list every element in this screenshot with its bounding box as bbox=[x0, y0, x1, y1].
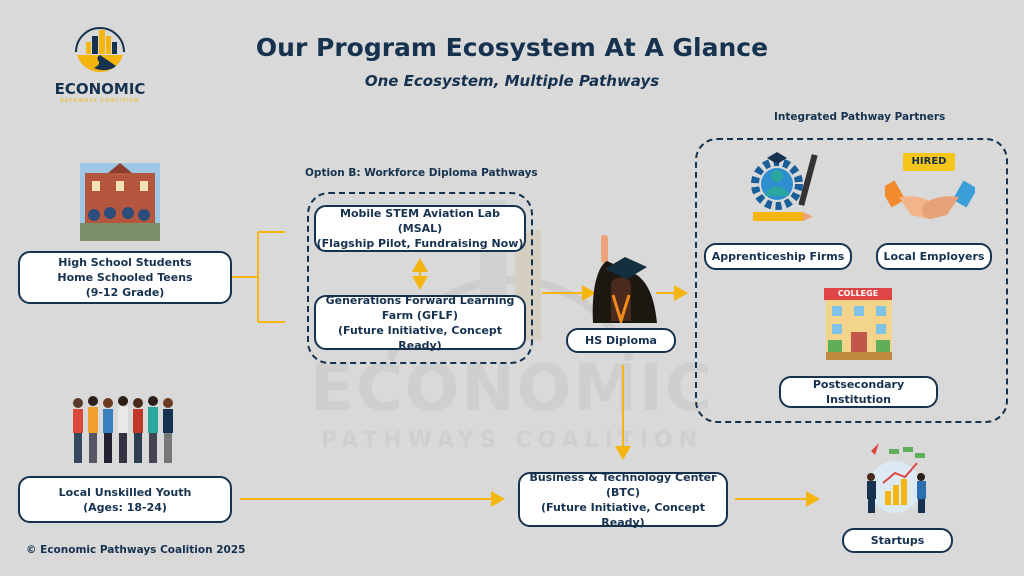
gflf-title-1: Generations Forward Learning bbox=[325, 293, 515, 307]
logo: ECONOMIC PATHWAYS COALITION bbox=[50, 22, 150, 104]
apprenticeship-firms-box: Apprenticeship Firms bbox=[704, 243, 852, 270]
students-school-icon bbox=[80, 163, 160, 241]
local-employers-box: Local Employers bbox=[876, 243, 992, 270]
logo-tagline: PATHWAYS COALITION bbox=[60, 98, 140, 104]
watermark-logo: ECONOMIC bbox=[310, 352, 714, 426]
students-line-3: (9-12 Grade) bbox=[85, 286, 165, 299]
apprenticeship-firms-label: Apprenticeship Firms bbox=[711, 250, 845, 263]
page-subtitle: One Ecosystem, Multiple Pathways bbox=[364, 72, 660, 90]
option-b-group bbox=[307, 192, 533, 364]
msal-status: (Flagship Pilot, Fundraising Now) bbox=[316, 237, 524, 250]
btc-abbr: (BTC) bbox=[605, 485, 640, 499]
postsecondary-label: Postsecondary Institution bbox=[812, 378, 905, 406]
local-employers-label: Local Employers bbox=[883, 250, 985, 263]
students-line-2: Home Schooled Teens bbox=[57, 271, 193, 284]
watermark-tagline: PATHWAYS COALITION bbox=[320, 428, 704, 453]
college-sign: COLLEGE bbox=[824, 288, 892, 300]
startups-growth-icon bbox=[867, 443, 926, 513]
startups-label: Startups bbox=[870, 534, 925, 547]
youth-box: Local Unskilled Youth (Ages: 18-24) bbox=[18, 476, 232, 523]
hs-diploma-label: HS Diploma bbox=[585, 334, 657, 347]
msal-box: Mobile STEM Aviation Lab (MSAL) (Flagshi… bbox=[314, 205, 526, 252]
youth-line-1: Local Unskilled Youth bbox=[58, 485, 192, 499]
msal-title: Mobile STEM Aviation Lab (MSAL) bbox=[340, 207, 500, 235]
graduate-icon bbox=[592, 235, 657, 323]
students-box: High School Students Home Schooled Teens… bbox=[18, 251, 232, 304]
logo-emblem-icon bbox=[75, 27, 125, 73]
hs-diploma-box: HS Diploma bbox=[566, 328, 676, 353]
btc-box: Business & Technology Center (BTC) (Futu… bbox=[518, 470, 728, 529]
youth-line-2: (Ages: 18-24) bbox=[83, 500, 167, 514]
hired-sign: HIRED bbox=[903, 153, 955, 171]
option-b-label: Option B: Workforce Diploma Pathways bbox=[305, 167, 538, 179]
partners-label: Integrated Pathway Partners bbox=[774, 111, 946, 123]
btc-title: Business & Technology Center bbox=[529, 470, 717, 484]
page-title: Our Program Ecosystem At A Glance bbox=[255, 33, 769, 62]
gflf-title-2: Farm (GFLF) bbox=[381, 308, 459, 322]
logo-name: ECONOMIC bbox=[54, 80, 146, 98]
postsecondary-box: Postsecondary Institution bbox=[779, 376, 938, 408]
gflf-status: (Future Initiative, Concept Ready) bbox=[337, 323, 503, 352]
youth-group-icon bbox=[73, 396, 173, 463]
college-building-icon bbox=[826, 300, 892, 360]
gflf-box: Generations Forward Learning Farm (GFLF)… bbox=[314, 293, 526, 352]
handshake-icon bbox=[885, 180, 975, 219]
footer-copyright: © Economic Pathways Coalition 2025 bbox=[26, 544, 246, 556]
startups-box: Startups bbox=[842, 528, 953, 553]
partners-group bbox=[695, 138, 1008, 423]
students-line-1: High School Students bbox=[58, 256, 192, 269]
btc-status: (Future Initiative, Concept Ready) bbox=[540, 500, 706, 529]
bracket-connector bbox=[232, 231, 285, 323]
apprenticeship-gear-wrench-icon bbox=[751, 152, 818, 221]
